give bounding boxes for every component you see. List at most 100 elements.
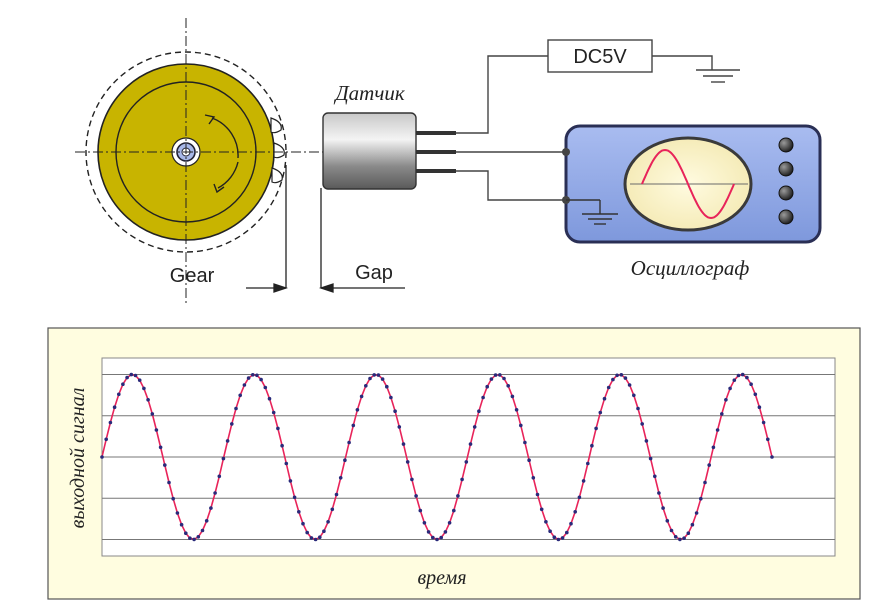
power-supply-label: DC5V: [573, 46, 627, 68]
signal-point: [669, 528, 674, 533]
signal-point: [732, 378, 737, 383]
signal-point: [439, 535, 444, 540]
signal-point: [238, 393, 242, 398]
signal-point: [544, 520, 548, 524]
signal-point: [418, 508, 423, 513]
signal-point: [577, 495, 582, 500]
signal-point: [163, 463, 167, 467]
oscilloscope-trace: [641, 148, 735, 220]
signal-point: [117, 392, 121, 397]
signal-point: [401, 442, 406, 446]
signal-point: [426, 530, 431, 534]
signal-point: [405, 460, 410, 464]
signal-point: [121, 382, 125, 387]
signal-point: [100, 455, 104, 459]
signal-point: [535, 492, 540, 497]
signal-point: [389, 395, 393, 400]
signal-point: [410, 477, 414, 482]
signal-point: [112, 405, 117, 410]
signal-point: [632, 393, 636, 398]
oscilloscope-label: Осциллограф: [631, 256, 750, 280]
signal-point: [602, 396, 607, 401]
signal-point: [267, 396, 272, 401]
signal-point: [761, 420, 766, 425]
signal-point: [322, 529, 326, 533]
signal-point: [422, 521, 427, 525]
wires: [456, 55, 713, 201]
signal-point: [653, 474, 657, 479]
signal-markers: [100, 372, 774, 542]
signal-point: [209, 506, 213, 510]
signal-point: [414, 494, 418, 498]
signal-point: [246, 376, 251, 380]
signal-point: [452, 508, 456, 513]
signal-point: [242, 383, 247, 387]
signal-point: [636, 406, 640, 411]
knob-icon: [778, 161, 794, 177]
signal-point: [284, 461, 289, 466]
signal-point: [757, 405, 762, 410]
signal-point: [263, 385, 268, 390]
signal-point: [435, 537, 439, 542]
signal-point: [255, 373, 259, 378]
signal-point: [292, 495, 297, 500]
signal-point: [527, 458, 531, 463]
gear-label: Gear: [170, 265, 215, 287]
oscilloscope-input-terminal: [562, 148, 570, 156]
signal-point: [125, 375, 129, 380]
knob-icon: [778, 185, 794, 201]
signal-point: [594, 426, 598, 431]
signal-point: [703, 480, 707, 485]
signal-point: [569, 521, 573, 526]
signal-point: [368, 376, 372, 381]
rotation-arrow-icon: [204, 114, 239, 194]
signal-point: [204, 519, 209, 523]
signal-point: [108, 420, 113, 425]
signal-point: [519, 423, 523, 428]
signal-point: [137, 378, 142, 383]
signal-point: [749, 382, 753, 387]
signal-point: [431, 535, 435, 540]
signal-point: [711, 445, 716, 450]
signal-point: [213, 491, 217, 495]
oscilloscope-ground-icon: [566, 199, 618, 225]
signal-point: [477, 409, 481, 414]
signal-point: [552, 535, 557, 539]
signal-point: [184, 531, 188, 535]
signal-point: [385, 384, 389, 389]
signal-point: [464, 460, 469, 464]
signal-point: [271, 410, 276, 415]
signal-point: [707, 463, 711, 467]
signal-point: [305, 530, 310, 535]
signal-point: [447, 521, 452, 525]
signal-point: [104, 437, 108, 442]
signal-point: [318, 535, 322, 539]
signal-point: [460, 477, 464, 482]
signal-point: [627, 383, 632, 387]
signal-point: [276, 426, 280, 431]
signal-point: [502, 376, 506, 381]
signal-point: [376, 373, 381, 377]
signal-point: [129, 372, 134, 377]
signal-point: [133, 373, 138, 378]
signal-point: [531, 476, 536, 480]
power-supply-box: [547, 39, 653, 73]
gap-label: Gap: [355, 262, 393, 284]
signal-point: [657, 491, 661, 495]
oscilloscope: [562, 124, 822, 244]
signal-point: [313, 537, 318, 542]
signal-point: [188, 536, 192, 540]
signal-point: [472, 425, 477, 429]
signal-point: [468, 442, 473, 446]
signal-point: [586, 461, 590, 466]
signal-chart: выходной сигнал время: [47, 327, 861, 600]
signal-point: [523, 440, 527, 445]
signal-point: [380, 377, 385, 381]
oscilloscope-knobs: [778, 137, 794, 225]
signal-point: [393, 409, 397, 414]
signal-point: [217, 474, 222, 479]
gear-teeth: [270, 117, 285, 184]
signal-point: [682, 536, 686, 540]
